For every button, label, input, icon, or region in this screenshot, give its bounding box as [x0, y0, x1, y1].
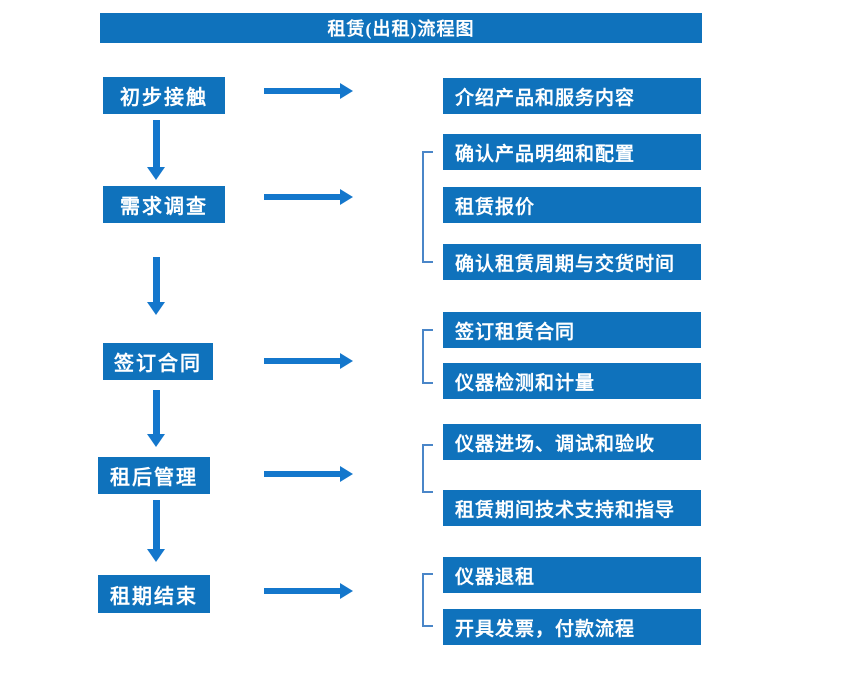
arrow-shaft — [153, 257, 160, 302]
down-arrow-3-4 — [147, 390, 166, 447]
stage-box-rental-end: 租期结束 — [98, 575, 210, 613]
arrow-head-right-icon — [340, 353, 353, 369]
arrow-head-down-icon — [147, 434, 165, 447]
right-arrow-stage-3 — [264, 353, 353, 369]
arrow-shaft — [153, 390, 160, 434]
arrow-head-down-icon — [147, 167, 165, 180]
arrow-head-down-icon — [147, 549, 165, 562]
arrow-head-right-icon — [340, 583, 353, 599]
stage-box-demand-survey: 需求调查 — [103, 186, 225, 223]
output-box-instrument-testing: 仪器检测和计量 — [443, 363, 701, 399]
right-arrow-stage-1 — [264, 83, 353, 99]
output-box-introduce-products: 介绍产品和服务内容 — [443, 78, 701, 114]
group-bracket-stage-3 — [422, 329, 433, 384]
stage-box-post-rental-management: 租后管理 — [98, 457, 210, 494]
group-bracket-stage-2 — [422, 151, 433, 263]
right-arrow-stage-5 — [264, 583, 353, 599]
arrow-shaft — [264, 588, 340, 594]
arrow-shaft — [264, 88, 340, 94]
output-box-instrument-return: 仪器退租 — [443, 557, 701, 593]
output-box-instrument-setup-acceptance: 仪器进场、调试和验收 — [443, 424, 701, 460]
right-arrow-stage-4 — [264, 466, 353, 482]
stage-box-initial-contact: 初步接触 — [103, 77, 225, 114]
down-arrow-1-2 — [147, 120, 166, 180]
stage-box-sign-contract: 签订合同 — [103, 343, 213, 380]
arrow-shaft — [153, 120, 160, 167]
output-box-confirm-period-delivery: 确认租赁周期与交货时间 — [443, 244, 701, 280]
output-box-invoice-payment: 开具发票，付款流程 — [443, 609, 701, 645]
arrow-shaft — [264, 471, 340, 477]
arrow-shaft — [153, 500, 160, 549]
arrow-head-right-icon — [340, 189, 353, 205]
title-bar: 租赁(出租)流程图 — [100, 13, 702, 43]
right-arrow-stage-2 — [264, 189, 353, 205]
arrow-head-right-icon — [340, 83, 353, 99]
output-box-sign-rental-contract: 签订租赁合同 — [443, 312, 701, 348]
arrow-head-down-icon — [147, 302, 165, 315]
output-box-confirm-product-details: 确认产品明细和配置 — [443, 134, 701, 170]
arrow-shaft — [264, 194, 340, 200]
group-bracket-stage-5 — [422, 573, 433, 627]
down-arrow-4-5 — [147, 500, 166, 562]
group-bracket-stage-4 — [422, 444, 433, 493]
down-arrow-2-3 — [147, 257, 166, 315]
page-title: 租赁(出租)流程图 — [327, 19, 475, 39]
output-box-technical-support: 租赁期间技术支持和指导 — [443, 490, 701, 526]
arrow-head-right-icon — [340, 466, 353, 482]
arrow-shaft — [264, 358, 340, 364]
output-box-rental-quotation: 租赁报价 — [443, 187, 701, 223]
